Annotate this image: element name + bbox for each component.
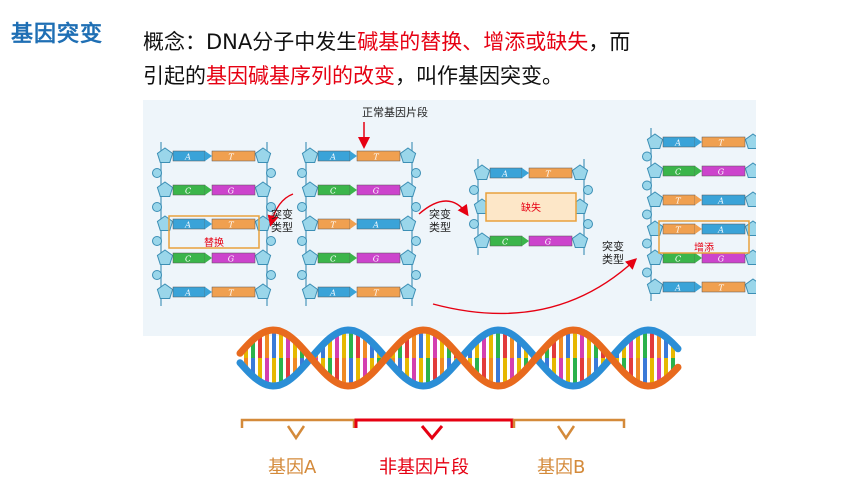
concept-part-2: ，而 [588, 30, 631, 54]
concept-highlight-1: 碱基的替换、增添或缺失 [357, 30, 589, 54]
base-letter: G [228, 255, 235, 264]
base-letter: T [675, 226, 681, 235]
base-letter: A [184, 289, 191, 298]
concept-part-1: 概念：DNA分子中发生 [143, 30, 358, 54]
mutation-label-substitution: 替换 [204, 236, 224, 249]
base-letter: C [502, 238, 508, 247]
concept-part-4: ，叫作基因突变。 [395, 64, 563, 88]
base-letter: T [545, 170, 551, 179]
gene-a-bracket [240, 418, 356, 428]
base-letter: T [228, 221, 234, 230]
base-letter: G [718, 255, 725, 264]
mutation-type-label-2: 突变类型 [429, 207, 451, 234]
normal-segment-label: 正常基因片段 [362, 105, 428, 119]
base-letter: G [545, 238, 552, 247]
base-letter: T [330, 221, 336, 230]
base-letter: A [674, 139, 681, 148]
non-gene-segment-label: 非基因片段 [379, 457, 469, 478]
base-letter: C [675, 255, 681, 264]
base-letter: C [675, 168, 681, 177]
gene-b-pointer [556, 425, 576, 441]
base-letter: G [228, 187, 235, 196]
base-letter: C [185, 187, 191, 196]
concept-part-3: 引起的 [143, 64, 206, 88]
base-letter: A [372, 221, 379, 230]
base-letter: C [330, 255, 336, 264]
dna-strand-deletion: ATCGCG缺失 [469, 159, 593, 255]
base-letter: T [718, 284, 724, 293]
base-letter: A [329, 153, 336, 162]
non-gene-pointer [420, 425, 444, 441]
mutation-label-insertion: 增添 [694, 241, 714, 254]
base-letter: T [228, 153, 234, 162]
base-letter: T [675, 197, 681, 206]
base-letter: T [718, 139, 724, 148]
mutation-type-label-1: 突变类型 [271, 207, 293, 234]
base-letter: A [329, 289, 336, 298]
base-letter: G [373, 255, 380, 264]
arrow-substitution [267, 193, 294, 227]
gene-segment-brackets [240, 418, 626, 441]
mutation-diagram: ATCGATCGAT替换ATCGTACGATATCGCG缺失ATCGTATACG… [143, 100, 756, 336]
base-letter: G [373, 187, 380, 196]
non-gene-bracket [354, 418, 514, 428]
base-letter: G [718, 168, 725, 177]
mutation-label-deletion: 缺失 [521, 201, 541, 214]
base-letter: T [373, 289, 379, 298]
gene-a-label: 基因A [268, 457, 317, 478]
concept-text: 概念：DNA分子中发生碱基的替换、增添或缺失，而 引起的基因碱基序列的改变，叫作… [143, 25, 843, 93]
gene-a-pointer [286, 425, 306, 441]
highlight-box [485, 192, 577, 222]
arrow-deletion [418, 200, 469, 217]
base-letter: A [717, 226, 724, 235]
base-letter: A [501, 170, 508, 179]
helix-strand-orange [236, 326, 682, 390]
base-letter: A [184, 221, 191, 230]
mutation-diagram-svg: ATCGATCGAT替换ATCGTACGATATCGCG缺失ATCGTATACG… [152, 105, 756, 315]
arrow-insertion [432, 258, 638, 315]
base-letter: A [717, 197, 724, 206]
base-letter: T [228, 289, 234, 298]
concept-highlight-2: 基因碱基序列的改变 [206, 64, 395, 88]
base-letter: A [184, 153, 191, 162]
mutation-type-label-3: 突变类型 [602, 239, 624, 266]
dna-double-helix [236, 326, 682, 390]
highlight-box [658, 220, 750, 254]
base-letter: C [185, 255, 191, 264]
base-letter: C [330, 187, 336, 196]
base-letter: T [373, 153, 379, 162]
highlight-box [168, 215, 260, 249]
gene-b-bracket [512, 418, 626, 428]
gene-b-label: 基因B [537, 457, 586, 478]
slide-title: 基因突变 [11, 22, 104, 47]
base-letter: A [674, 284, 681, 293]
